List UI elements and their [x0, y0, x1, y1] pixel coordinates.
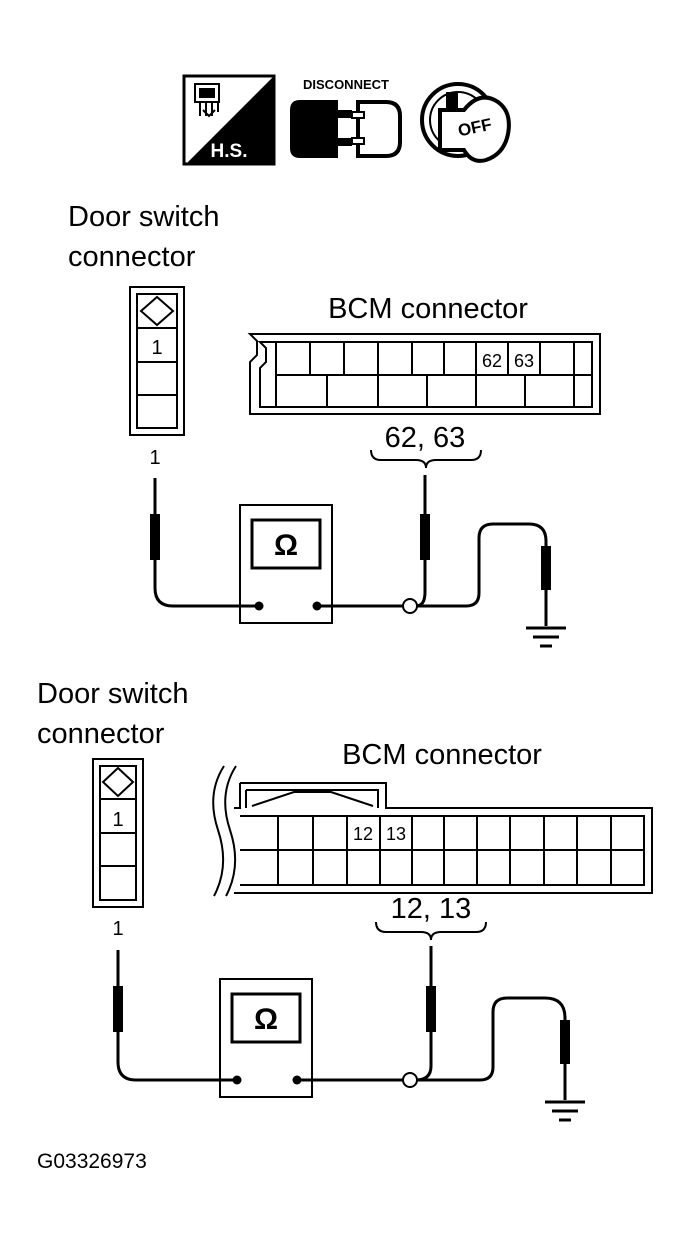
ground-probe: [541, 546, 551, 590]
door-switch-cavity-number: 1: [151, 337, 162, 359]
top-diagram: Door switch connector 1 1 BCM connector …: [68, 201, 601, 648]
ground-symbol: [545, 1100, 585, 1122]
door-switch-connector: 1: [129, 286, 185, 436]
disconnect-label: DISCONNECT: [303, 77, 389, 92]
junction: [402, 598, 418, 614]
bottom-diagram: Door switch connector 1 1 BCM connector: [37, 678, 653, 1122]
door-switch-label-line1: Door switch: [68, 201, 220, 233]
ohmmeter: Ω: [219, 978, 313, 1098]
figure-code: G03326973: [37, 1150, 147, 1173]
terminal-bracket: [375, 921, 487, 941]
hs-label: H.S.: [211, 141, 248, 162]
door-switch-label-line1: Door switch: [37, 678, 189, 710]
door-switch-label-line2: connector: [68, 241, 196, 273]
probe-left: [150, 514, 160, 560]
bcm-cavity-62: 62: [482, 351, 502, 371]
key-guide-icon: [101, 766, 135, 798]
bcm-cavity-12: 12: [353, 824, 373, 844]
disconnect-icon: DISCONNECT: [290, 77, 402, 158]
terminal-bracket: [370, 449, 482, 469]
bcm-connector-label: BCM connector: [342, 739, 542, 771]
probe-right: [420, 514, 430, 560]
harness-side-icon: H.S.: [182, 74, 276, 166]
bcm-terminals-label: 62, 63: [385, 422, 466, 454]
door-switch-terminal-number: 1: [149, 447, 160, 469]
door-switch-connector: 1: [92, 758, 144, 908]
bcm-cavity-13: 13: [386, 824, 406, 844]
key-guide-icon: [139, 295, 175, 327]
bcm-cavity-63: 63: [514, 351, 534, 371]
junction: [402, 1072, 418, 1088]
probe-left: [113, 986, 123, 1032]
ground-probe: [560, 1020, 570, 1064]
ohmmeter: Ω: [239, 504, 333, 624]
ohm-symbol: Ω: [254, 1003, 278, 1036]
door-switch-terminal-number: 1: [112, 918, 123, 940]
ignition-key-icon: OFF: [420, 82, 511, 163]
bcm-connector: 12 13: [212, 765, 653, 897]
ground-symbol: [526, 626, 566, 648]
bcm-terminals-label: 12, 13: [391, 893, 472, 925]
bcm-connector-label: BCM connector: [328, 293, 528, 325]
ohm-symbol: Ω: [274, 529, 298, 562]
door-switch-cavity-number: 1: [112, 809, 123, 831]
probe-right: [426, 986, 436, 1032]
bcm-connector: 62 63: [247, 333, 601, 415]
door-switch-label-line2: connector: [37, 718, 165, 750]
